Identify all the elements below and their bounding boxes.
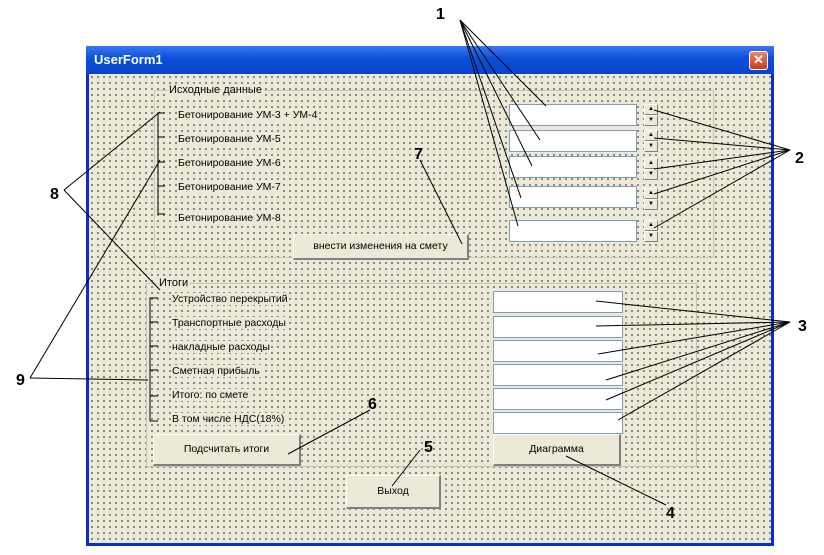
close-button[interactable]: ✕ (749, 51, 768, 70)
spin-down-icon[interactable]: ▼ (644, 115, 658, 126)
spin-up-icon[interactable]: ▲ (644, 104, 658, 115)
spin-button-um6[interactable]: ▲ ▼ (644, 158, 658, 180)
input-label-um7: Бетонирование УМ-7 (177, 181, 282, 193)
totals-frame-caption: Итоги (157, 277, 191, 289)
callout-number-2: 2 (795, 150, 804, 167)
calculate-totals-button[interactable]: Подсчитать итоги (153, 434, 301, 466)
totals-label-vat: В том числе НДС(18%) (171, 413, 286, 425)
userform-window: UserForm1 ✕ Исходные данные Бетонировани… (86, 46, 774, 546)
spin-up-icon[interactable]: ▲ (644, 158, 658, 169)
input-label-um3-um4: Бетонирование УМ-3 + УМ-4 (177, 109, 319, 121)
spin-up-icon[interactable]: ▲ (644, 130, 658, 141)
chart-button[interactable]: Диаграмма (493, 434, 621, 466)
input-field-um8[interactable] (509, 220, 637, 242)
input-data-frame-caption: Исходные данные (167, 84, 264, 96)
totals-label-profit: Сметная прибыль (171, 365, 261, 377)
spin-down-icon[interactable]: ▼ (644, 169, 658, 180)
totals-label-floors: Устройство перекрытий (171, 293, 289, 305)
input-field-um7[interactable] (509, 186, 637, 208)
spin-up-icon[interactable]: ▲ (644, 188, 658, 199)
callout-number-1: 1 (436, 6, 445, 23)
callout-number-7: 7 (414, 146, 423, 163)
spin-button-um3-um4[interactable]: ▲ ▼ (644, 104, 658, 126)
input-label-um6: Бетонирование УМ-6 (177, 157, 282, 169)
input-field-um3-um4[interactable] (509, 104, 637, 126)
spin-down-icon[interactable]: ▼ (644, 231, 658, 242)
spin-down-icon[interactable]: ▼ (644, 199, 658, 210)
callout-number-6: 6 (368, 396, 377, 413)
input-label-um8: Бетонирование УМ-8 (177, 212, 282, 224)
spin-down-icon[interactable]: ▼ (644, 141, 658, 152)
callout-number-8: 8 (50, 186, 59, 203)
spin-up-icon[interactable]: ▲ (644, 220, 658, 231)
callout-number-4: 4 (666, 505, 675, 522)
totals-label-transport: Транспортные расходы (171, 317, 287, 329)
input-field-um6[interactable] (509, 156, 637, 178)
totals-field-vat[interactable] (493, 412, 623, 434)
apply-to-estimate-button[interactable]: внести изменения на смету (293, 234, 469, 260)
spin-button-um7[interactable]: ▲ ▼ (644, 188, 658, 210)
totals-field-total[interactable] (493, 388, 623, 410)
totals-label-total: Итого: по смете (171, 389, 250, 401)
totals-label-overhead: накладные расходы (171, 341, 271, 353)
totals-field-profit[interactable] (493, 364, 623, 386)
callout-number-3: 3 (798, 318, 807, 335)
exit-button[interactable]: Выход (346, 475, 441, 509)
totals-field-floors[interactable] (493, 291, 623, 313)
input-field-um5[interactable] (509, 130, 637, 152)
totals-field-overhead[interactable] (493, 340, 623, 362)
spin-button-um5[interactable]: ▲ ▼ (644, 130, 658, 152)
spin-button-um8[interactable]: ▲ ▼ (644, 220, 658, 242)
totals-field-transport[interactable] (493, 316, 623, 338)
callout-number-5: 5 (424, 439, 433, 456)
callout-number-9: 9 (16, 372, 25, 389)
title-bar[interactable]: UserForm1 ✕ (86, 46, 774, 74)
window-title: UserForm1 (94, 52, 163, 67)
input-label-um5: Бетонирование УМ-5 (177, 133, 282, 145)
form-client-area: Исходные данные Бетонирование УМ-3 + УМ-… (89, 74, 771, 543)
